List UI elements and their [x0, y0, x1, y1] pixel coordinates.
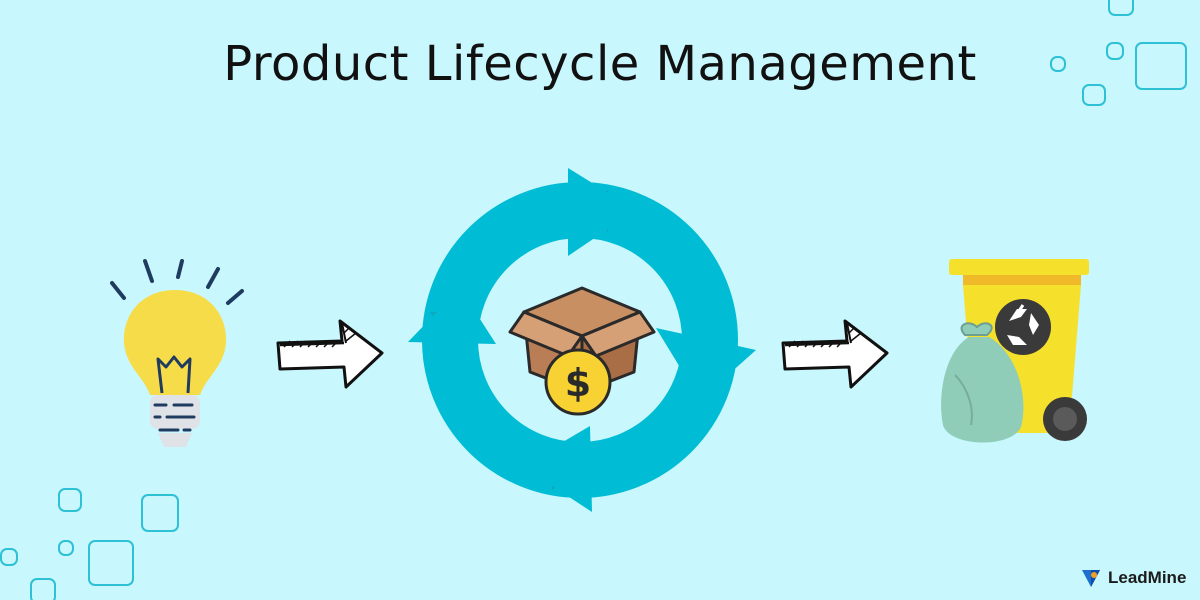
decorative-square — [88, 540, 134, 586]
decorative-square — [1082, 84, 1106, 106]
decorative-square — [1108, 0, 1134, 16]
brand-logo: LeadMine — [1080, 566, 1186, 590]
decorative-square — [141, 494, 179, 532]
brand-name: LeadMine — [1108, 568, 1187, 587]
decorative-square — [58, 540, 74, 556]
leadmine-logo-icon — [1082, 570, 1100, 587]
decorative-square — [1106, 42, 1124, 60]
recycle-symbol-icon — [995, 299, 1051, 355]
right-arrow-icon — [781, 319, 889, 389]
cycle-arrows-icon: $ — [408, 168, 756, 512]
right-arrow-icon — [276, 319, 384, 389]
page-title: Product Lifecycle Management — [223, 36, 977, 92]
lightbulb-icon — [110, 259, 244, 447]
recycle-bin-icon — [941, 259, 1089, 443]
decorative-square — [58, 488, 82, 512]
trash-bag-icon — [941, 322, 1024, 443]
svg-text:$: $ — [565, 361, 591, 405]
decorative-square — [1135, 42, 1187, 90]
dollar-coin-icon: $ — [544, 348, 612, 416]
decorative-square — [30, 578, 56, 600]
decorative-square — [1050, 56, 1066, 72]
decorative-square — [0, 548, 18, 566]
